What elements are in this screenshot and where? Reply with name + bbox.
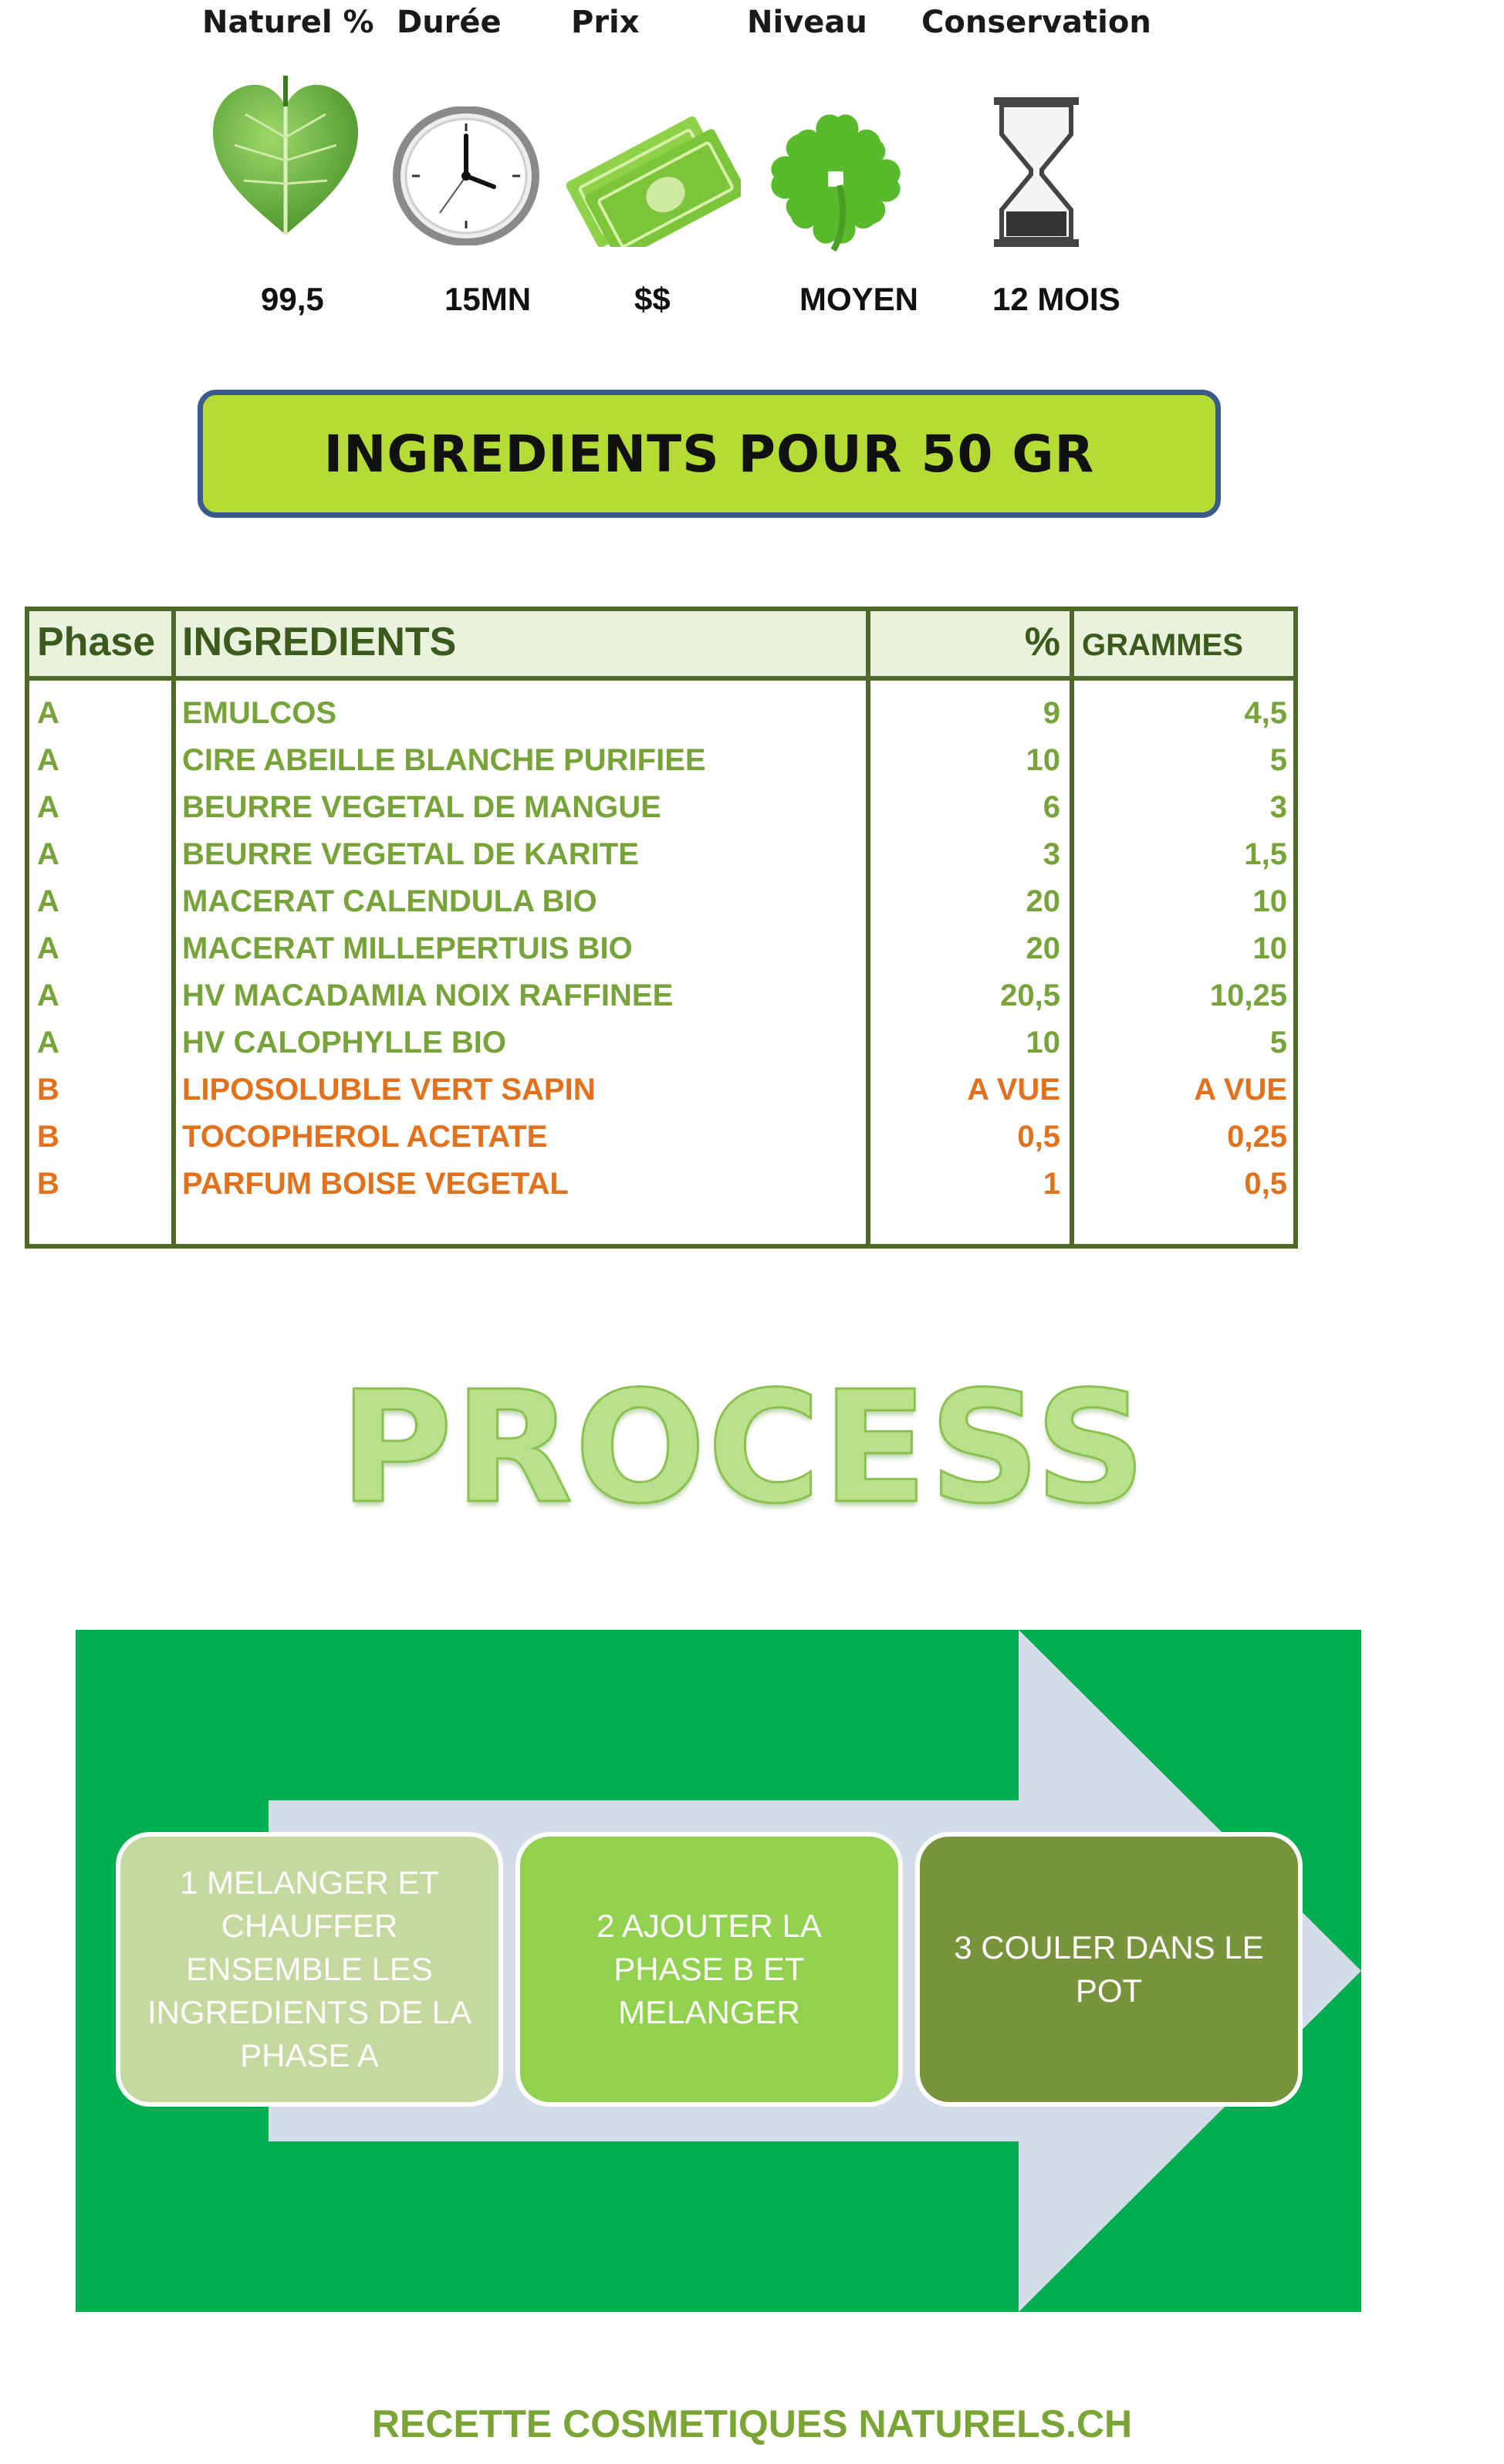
row-phase: A — [37, 884, 59, 918]
table-header-row — [29, 611, 1293, 681]
banknotes-icon — [566, 116, 741, 247]
stat-value-conservation: 12 MOIS — [992, 281, 1120, 317]
step-2-text: 2 AJOUTER LA PHASE B ET MELANGER — [597, 1908, 822, 2030]
row-ingredient: MACERAT MILLEPERTUIS BIO — [182, 931, 633, 965]
process-step-1: 1 MELANGER ET CHAUFFER ENSEMBLE LES INGR… — [116, 1832, 503, 2107]
row-grams: 5 — [1269, 1026, 1287, 1060]
row-ingredient: MACERAT CALENDULA BIO — [182, 884, 597, 918]
stat-header-niveau: Niveau — [747, 5, 867, 40]
row-phase: B — [37, 1073, 59, 1107]
row-percent: 0,5 — [1017, 1120, 1060, 1154]
clock-icon — [393, 106, 539, 245]
row-ingredient: BEURRE VEGETAL DE KARITE — [182, 837, 639, 871]
row-percent: 10 — [1026, 1026, 1061, 1060]
leaf-heart-icon — [212, 76, 359, 235]
banner-title: INGREDIENTS POUR 50 GR — [323, 424, 1095, 484]
stat-value-duree: 15MN — [444, 281, 532, 317]
stat-header-prix: Prix — [571, 5, 640, 40]
row-grams: 10,25 — [1209, 979, 1287, 1012]
row-phase: A — [37, 1026, 59, 1060]
row-ingredient: EMULCOS — [182, 696, 336, 730]
header-percent: % — [1024, 620, 1060, 664]
header-phase: Phase — [37, 620, 156, 664]
row-ingredient: CIRE ABEILLE BLANCHE PURIFIEE — [182, 743, 706, 777]
row-grams: 10 — [1252, 931, 1288, 965]
row-ingredient: HV CALOPHYLLE BIO — [182, 1026, 507, 1060]
hourglass-icon — [994, 97, 1079, 247]
stat-value-prix: $$ — [634, 281, 671, 317]
row-percent: 3 — [1043, 837, 1060, 871]
row-percent: 6 — [1043, 790, 1060, 824]
row-ingredient: HV MACADAMIA NOIX RAFFINEE — [182, 979, 674, 1012]
column-divider — [866, 611, 870, 1244]
row-ingredient: TOCOPHEROL ACETATE — [182, 1120, 548, 1154]
row-phase: A — [37, 979, 59, 1012]
row-grams: 10 — [1252, 884, 1288, 918]
process-title: PROCESS — [338, 1357, 1148, 1540]
ingredients-banner: INGREDIENTS POUR 50 GR — [198, 390, 1221, 518]
four-leaf-clover-icon — [771, 114, 901, 252]
row-phase: A — [37, 931, 59, 965]
column-divider — [171, 611, 176, 1244]
row-ingredient: LIPOSOLUBLE VERT SAPIN — [182, 1073, 596, 1107]
row-percent: 20,5 — [1000, 979, 1060, 1012]
row-phase: A — [37, 696, 59, 730]
ingredients-table: Phase INGREDIENTS % GRAMMES A EMULCOS 9 4,5… — [25, 607, 1298, 1249]
row-phase: A — [37, 837, 59, 871]
row-grams: A VUE — [1194, 1073, 1287, 1107]
row-percent: 10 — [1026, 743, 1061, 777]
row-phase: A — [37, 790, 59, 824]
process-step-2: 2 AJOUTER LA PHASE B ET MELANGER — [515, 1832, 903, 2107]
stat-value-naturel: 99,5 — [261, 281, 324, 317]
row-phase: A — [37, 743, 59, 777]
footer-credit: RECETTE COSMETIQUES NATURELS.CH — [371, 2402, 1133, 2445]
stat-header-naturel: Naturel % — [202, 5, 374, 40]
column-divider — [1070, 611, 1074, 1244]
row-percent: 1 — [1043, 1167, 1060, 1201]
row-phase: B — [37, 1120, 59, 1154]
process-step-3: 3 COULER DANS LE POT — [915, 1832, 1303, 2107]
row-phase: B — [37, 1167, 59, 1201]
row-percent: 20 — [1026, 931, 1061, 965]
row-grams: 0,5 — [1244, 1167, 1287, 1201]
row-grams: 5 — [1269, 743, 1287, 777]
row-percent: 20 — [1026, 884, 1061, 918]
row-grams: 0,25 — [1227, 1120, 1287, 1154]
header-grams: GRAMMES — [1082, 628, 1243, 662]
stat-value-niveau: MOYEN — [799, 281, 919, 317]
row-percent: 9 — [1043, 696, 1060, 730]
stat-header-duree: Durée — [397, 5, 502, 40]
row-grams: 4,5 — [1244, 696, 1287, 730]
step-3-text: 3 COULER DANS LE POT — [954, 1929, 1264, 2009]
row-grams: 1,5 — [1244, 837, 1287, 871]
header-ingredients: INGREDIENTS — [182, 620, 457, 664]
stat-header-conservation: Conservation — [921, 5, 1151, 40]
row-ingredient: PARFUM BOISE VEGETAL — [182, 1167, 569, 1201]
row-ingredient: BEURRE VEGETAL DE MANGUE — [182, 790, 661, 824]
row-grams: 3 — [1269, 790, 1287, 824]
row-percent: A VUE — [967, 1073, 1060, 1107]
step-1-text: 1 MELANGER ET CHAUFFER ENSEMBLE LES INGR… — [147, 1864, 472, 2074]
